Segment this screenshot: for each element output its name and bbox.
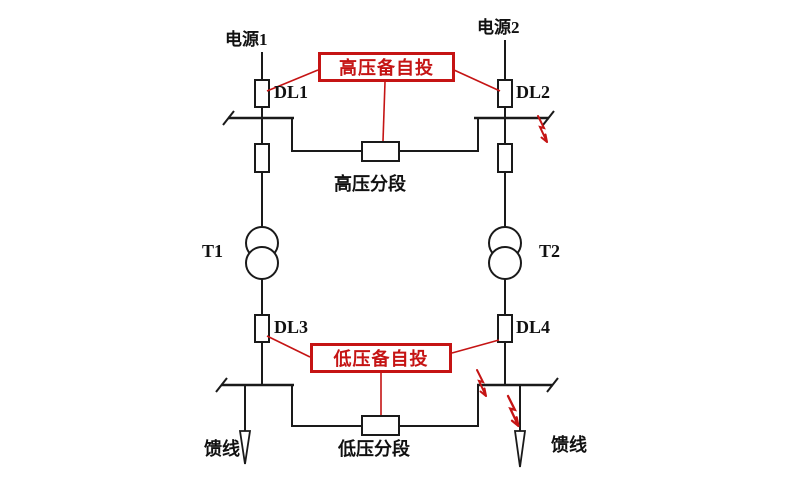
breaker-lv-bustie [361,415,400,436]
breaker-hv-bustie [361,141,400,162]
source1-label: 电源1 [225,30,268,49]
bus-tie-lines [291,118,479,427]
hv-backup-box: 高压备自投 [318,52,455,82]
bus-tick [222,110,235,126]
breaker-hv-left [254,143,270,173]
t2-label: T2 [539,241,561,261]
backup-connector-lines [266,69,501,415]
bus-end-ticks [215,110,559,393]
lv-backup-link-dl4 [451,339,500,354]
breaker-dl2 [497,79,513,108]
bus-tick [215,377,228,393]
transformer-t2 [488,226,522,280]
source2-label: 电源2 [477,18,520,37]
lv-section-label: 低压分段 [338,439,410,459]
t1-label: T1 [202,241,224,261]
feeder-left-label: 馈线 [204,439,240,459]
lightning-icon [537,115,548,143]
dl4-label: DL4 [516,317,551,337]
lightning-icon [476,369,487,397]
lightning-icon [506,394,520,428]
hv-section-label: 高压分段 [334,174,406,194]
hv-backup-link-dl2 [453,69,501,92]
feeders [238,385,527,468]
breakers [254,79,513,436]
feeder-right-label: 馈线 [551,435,587,455]
fault-lightning-icons [476,115,548,428]
dl3-label: DL3 [274,317,309,337]
breaker-hv-right [497,143,513,173]
lv-backup-box: 低压备自投 [310,343,452,373]
bus-tick [542,110,555,126]
transformer-t1 [245,226,279,280]
transformer-winding [488,246,522,280]
lv-backup-link-dl3 [266,335,311,358]
feeder-arrow-right [513,430,527,468]
bus-tick [546,377,559,393]
breaker-dl3 [254,314,270,343]
hv-backup-link-tie [382,81,386,142]
breaker-dl4 [497,314,513,343]
breaker-dl1 [254,79,270,108]
hv-backup-link-dl1 [266,69,319,92]
feeder-arrow-left [238,430,252,465]
busbars [221,116,553,387]
dl2-label: DL2 [516,82,551,102]
transformer-winding [245,246,279,280]
dl1-label: DL1 [274,82,309,102]
